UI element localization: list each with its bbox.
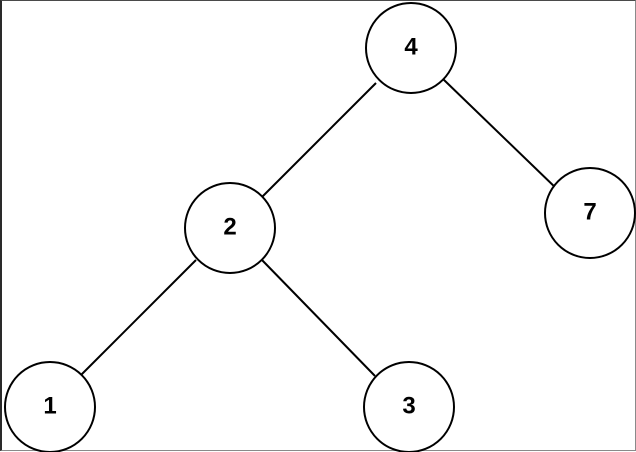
tree-node-3: 3: [363, 361, 455, 452]
node-label-4: 4: [404, 33, 418, 60]
node-label-3: 3: [402, 392, 415, 419]
tree-node-1: 1: [4, 361, 96, 452]
edge-4-2: [261, 82, 377, 198]
node-label-2: 2: [223, 213, 236, 240]
node-circle-3: [363, 361, 455, 452]
tree-node-4: 4: [365, 2, 457, 94]
edges: [80, 78, 560, 377]
node-circle-1: [4, 361, 96, 452]
node-circle-7: [544, 167, 636, 259]
edge-2-3: [260, 258, 376, 377]
edge-2-1: [80, 259, 197, 376]
tree-node-7: 7: [544, 167, 636, 259]
node-label-7: 7: [583, 198, 596, 225]
node-circle-4: [365, 2, 457, 94]
node-circle-2: [184, 182, 276, 274]
edge-4-7: [442, 78, 560, 192]
tree-node-2: 2: [184, 182, 276, 274]
node-label-1: 1: [43, 392, 56, 419]
